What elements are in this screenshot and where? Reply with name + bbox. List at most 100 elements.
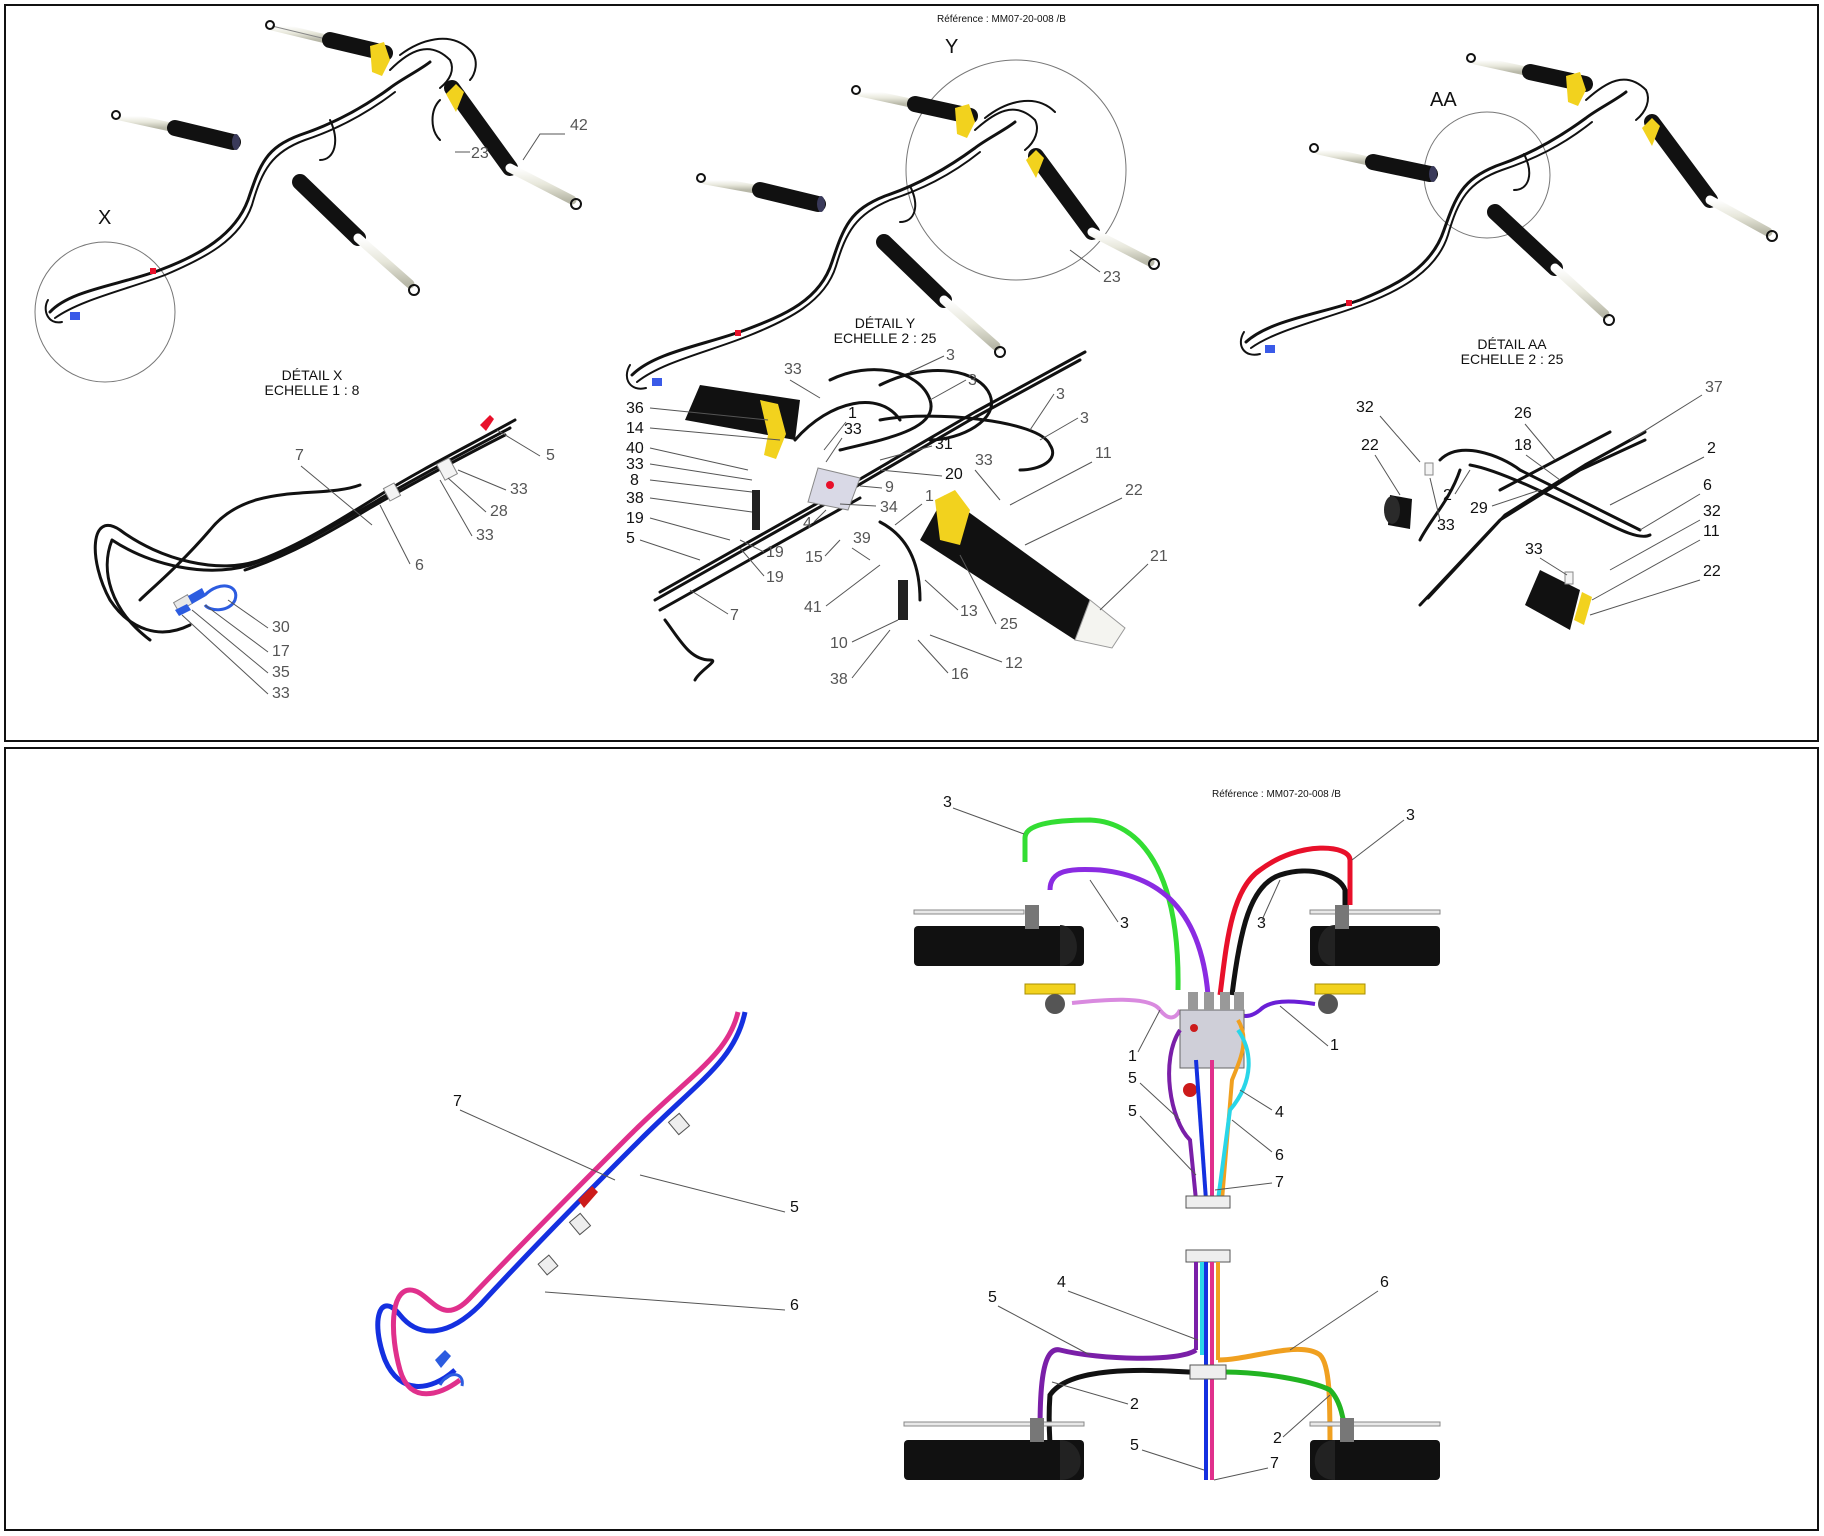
- callout-y-3d: 3: [1080, 410, 1089, 427]
- callout-aa-11: 11: [1703, 523, 1720, 540]
- detail-aa-title-1: DÉTAIL AA: [1477, 336, 1547, 352]
- callout-y-39: 39: [853, 530, 871, 547]
- detail-aa-title-2: ECHELLE 2 : 25: [1461, 351, 1564, 367]
- detail-aa-circle: [1423, 111, 1551, 239]
- callout-y-19b: 19: [766, 544, 784, 561]
- callout-y-11: 11: [1095, 445, 1112, 462]
- callout-aa-6: 6: [1703, 477, 1712, 494]
- callout-cb-7: 7: [1270, 1455, 1279, 1472]
- reference-bottom: Référence : MM07-20-008 /B: [1212, 789, 1341, 800]
- callout-y-38b: 38: [830, 671, 848, 688]
- cylinder-top: [265, 20, 393, 61]
- callout-y-22: 22: [1125, 482, 1143, 499]
- callout-ct-4: 4: [1275, 1104, 1284, 1121]
- callout-28: 28: [490, 503, 508, 520]
- callout-y-3c: 3: [1056, 386, 1065, 403]
- callout-y-16: 16: [951, 666, 969, 683]
- callout-y-15: 15: [805, 549, 823, 566]
- top-panel-frame: [4, 4, 1819, 742]
- yellow-bracket: [370, 42, 390, 76]
- callout-y-3b: 3: [968, 372, 977, 389]
- callout-cb-6: 6: [1380, 1274, 1389, 1291]
- callout-aa-2b: 2: [1443, 487, 1452, 504]
- cylinder-rc: [1644, 114, 1778, 242]
- callout-y-19: 19: [626, 510, 644, 527]
- callout-y-31: 31: [935, 436, 953, 453]
- callout-y-4: 4: [803, 515, 812, 532]
- overview-left: X: [34, 20, 588, 383]
- yellow-bracket-2: [446, 84, 464, 112]
- callout-y-33d: 33: [975, 452, 993, 469]
- callout-cl-5: 5: [790, 1199, 799, 1216]
- callout-y-3a: 3: [946, 347, 955, 364]
- callout-y-36: 36: [626, 400, 644, 417]
- callout-cb-4: 4: [1057, 1274, 1066, 1291]
- detail-x: DÉTAIL X ECHELLE 1 : 8 7 5 33 28 33 6 30…: [93, 367, 555, 702]
- callout-y-7: 7: [730, 607, 739, 624]
- callout-ct-3b: 3: [1406, 807, 1415, 824]
- bottom-panel-frame: [4, 747, 1819, 1531]
- cylinder-b: [696, 173, 826, 212]
- callout-y-38: 38: [626, 490, 644, 507]
- callout-35: 35: [272, 664, 290, 681]
- callout-y-8: 8: [630, 472, 639, 489]
- cylinder-right: [444, 80, 582, 210]
- detail-y-letter: Y: [945, 36, 958, 58]
- callout-aa-32b: 32: [1703, 503, 1721, 520]
- cylinder-a: [851, 85, 978, 124]
- callout-23-mid: 23: [1103, 269, 1121, 286]
- callout-33b: 33: [476, 527, 494, 544]
- callout-33a: 33: [510, 481, 528, 498]
- color-hoses-left: 7 5 6: [375, 1011, 799, 1397]
- callout-y-33b: 33: [844, 421, 862, 438]
- callout-aa-29: 29: [1470, 500, 1488, 517]
- callout-aa-33: 33: [1437, 517, 1455, 534]
- callout-aa-26: 26: [1514, 405, 1532, 422]
- callout-ct-5b: 5: [1128, 1103, 1137, 1120]
- detail-x-letter: X: [98, 207, 111, 229]
- callout-aa-2a: 2: [1707, 440, 1716, 457]
- callout-y-12: 12: [1005, 655, 1023, 672]
- color-hoses-top: 3 3 3 3 1 1 5 5 4 6 7: [913, 794, 1441, 1209]
- detail-aa-letter: AA: [1430, 89, 1457, 111]
- cylinder-rd: [1487, 204, 1615, 326]
- callout-cl-7: 7: [453, 1093, 462, 1110]
- callout-y-1b: 1: [925, 488, 934, 505]
- callout-y-33: 33: [784, 361, 802, 378]
- detail-y-circle: [905, 59, 1127, 281]
- callout-cb-5b: 5: [1130, 1437, 1139, 1454]
- callout-cb-2a: 2: [1130, 1396, 1139, 1413]
- detail-y-title-1: DÉTAIL Y: [855, 315, 916, 331]
- callout-y-25: 25: [1000, 616, 1018, 633]
- overview-mid: Y 23 D: [625, 36, 1160, 390]
- callout-7: 7: [295, 447, 304, 464]
- callout-aa-32: 32: [1356, 399, 1374, 416]
- callout-y-10: 10: [830, 635, 848, 652]
- callout-y-41: 41: [804, 599, 822, 616]
- callout-ct-3a: 3: [943, 794, 952, 811]
- callout-cb-5a: 5: [988, 1289, 997, 1306]
- callout-ct-1b: 1: [1330, 1037, 1339, 1054]
- callout-y-21: 21: [1150, 548, 1168, 565]
- callout-aa-22b: 22: [1703, 563, 1721, 580]
- callout-y-13: 13: [960, 603, 978, 620]
- callout-ct-5a: 5: [1128, 1070, 1137, 1087]
- callout-y-14: 14: [626, 420, 644, 437]
- detail-y-title-2: ECHELLE 2 : 25: [834, 330, 937, 346]
- callout-y-19c: 19: [766, 569, 784, 586]
- callout-aa-18: 18: [1514, 437, 1532, 454]
- callout-y-33c: 33: [626, 456, 644, 473]
- color-hoses-bottom: 4 6 5 2 2 5 7: [903, 1249, 1441, 1481]
- callout-5: 5: [546, 447, 555, 464]
- callout-30: 30: [272, 619, 290, 636]
- reference-top: Référence : MM07-20-008 /B: [937, 14, 1066, 25]
- callout-cl-6: 6: [790, 1297, 799, 1314]
- cylinder-mid: [111, 110, 241, 150]
- callout-aa-37: 37: [1705, 379, 1723, 396]
- cylinder-d: [876, 234, 1006, 358]
- callout-aa-22: 22: [1361, 437, 1379, 454]
- callout-6: 6: [415, 557, 424, 574]
- callout-y-9: 9: [885, 479, 894, 496]
- detail-aa: 37 32 26 22 18 2 2 29 33 6 32 11 33 22: [1356, 379, 1723, 630]
